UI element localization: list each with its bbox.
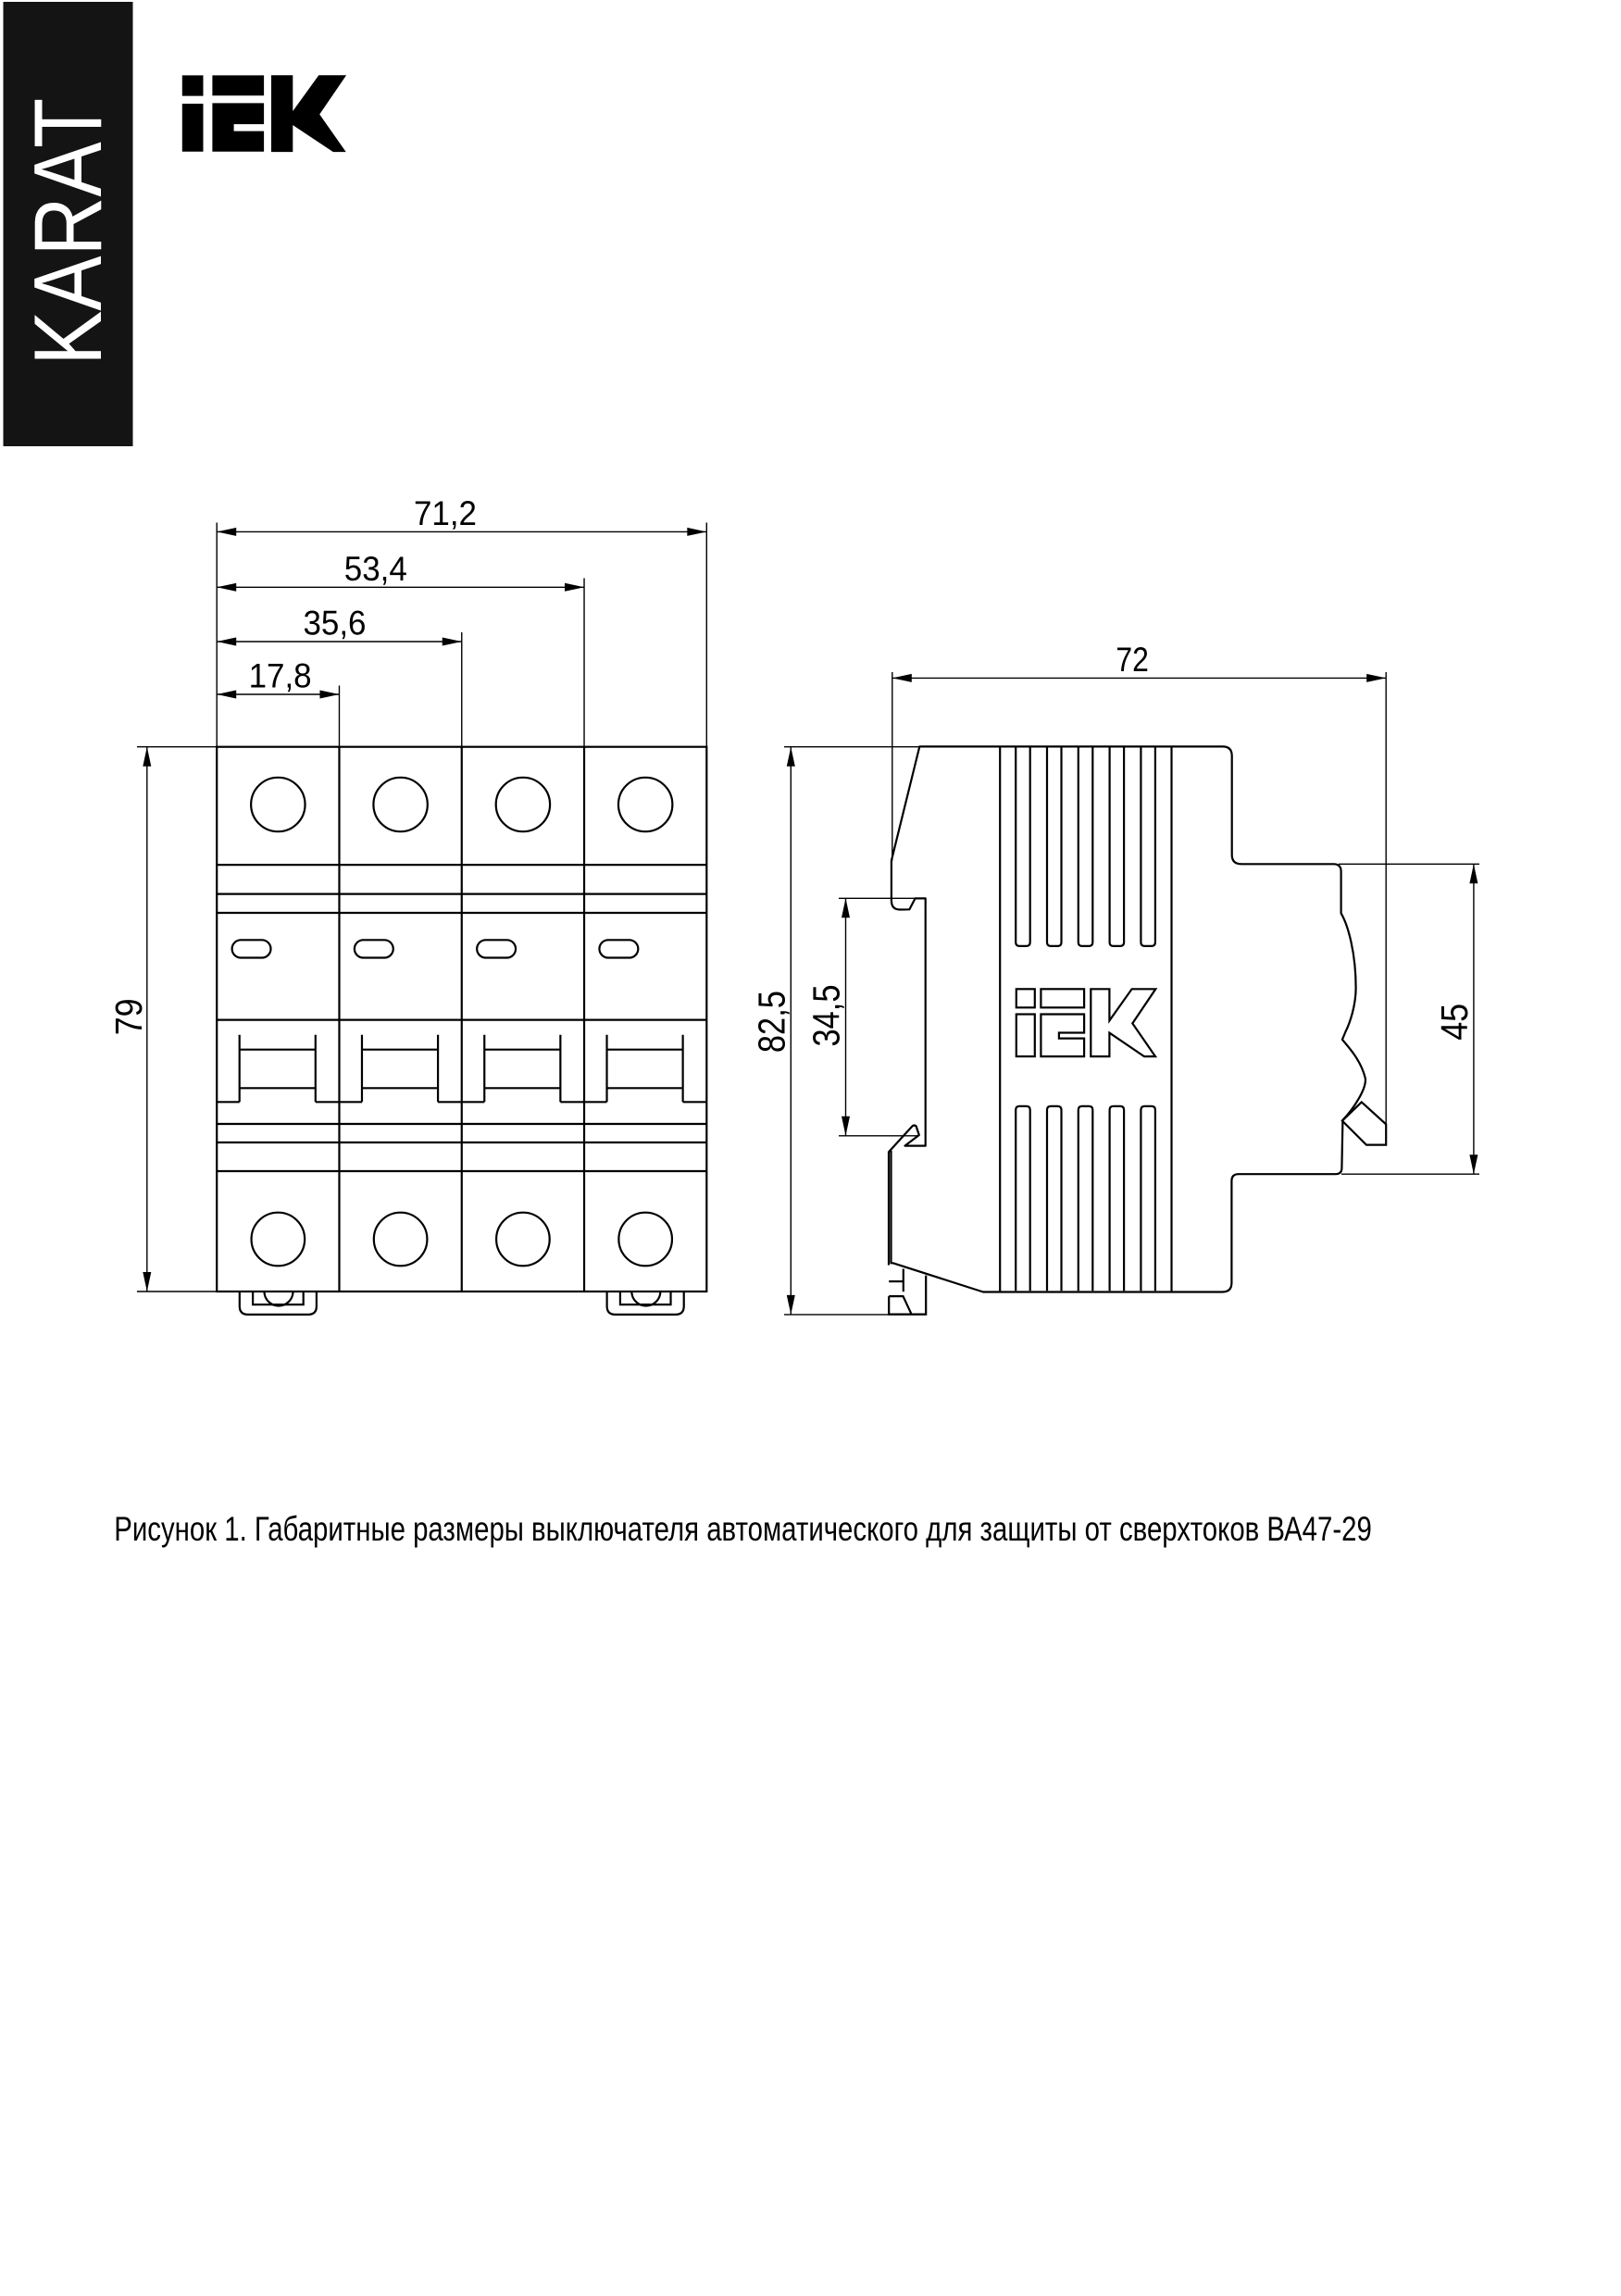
svg-text:34,5: 34,5 — [804, 985, 847, 1047]
svg-text:53,4: 53,4 — [344, 549, 407, 588]
svg-text:35,6: 35,6 — [304, 604, 367, 643]
svg-text:45: 45 — [1433, 1004, 1476, 1041]
svg-text:79: 79 — [107, 998, 150, 1035]
svg-text:71,2: 71,2 — [414, 493, 477, 532]
svg-text:82,5: 82,5 — [751, 991, 793, 1053]
svg-text:KARAT: KARAT — [15, 98, 122, 366]
svg-text:72: 72 — [1116, 640, 1149, 679]
svg-text:Рисунок 1. Габаритные размеры: Рисунок 1. Габаритные размеры выключател… — [114, 1510, 1372, 1548]
svg-text:17,8: 17,8 — [249, 656, 312, 695]
